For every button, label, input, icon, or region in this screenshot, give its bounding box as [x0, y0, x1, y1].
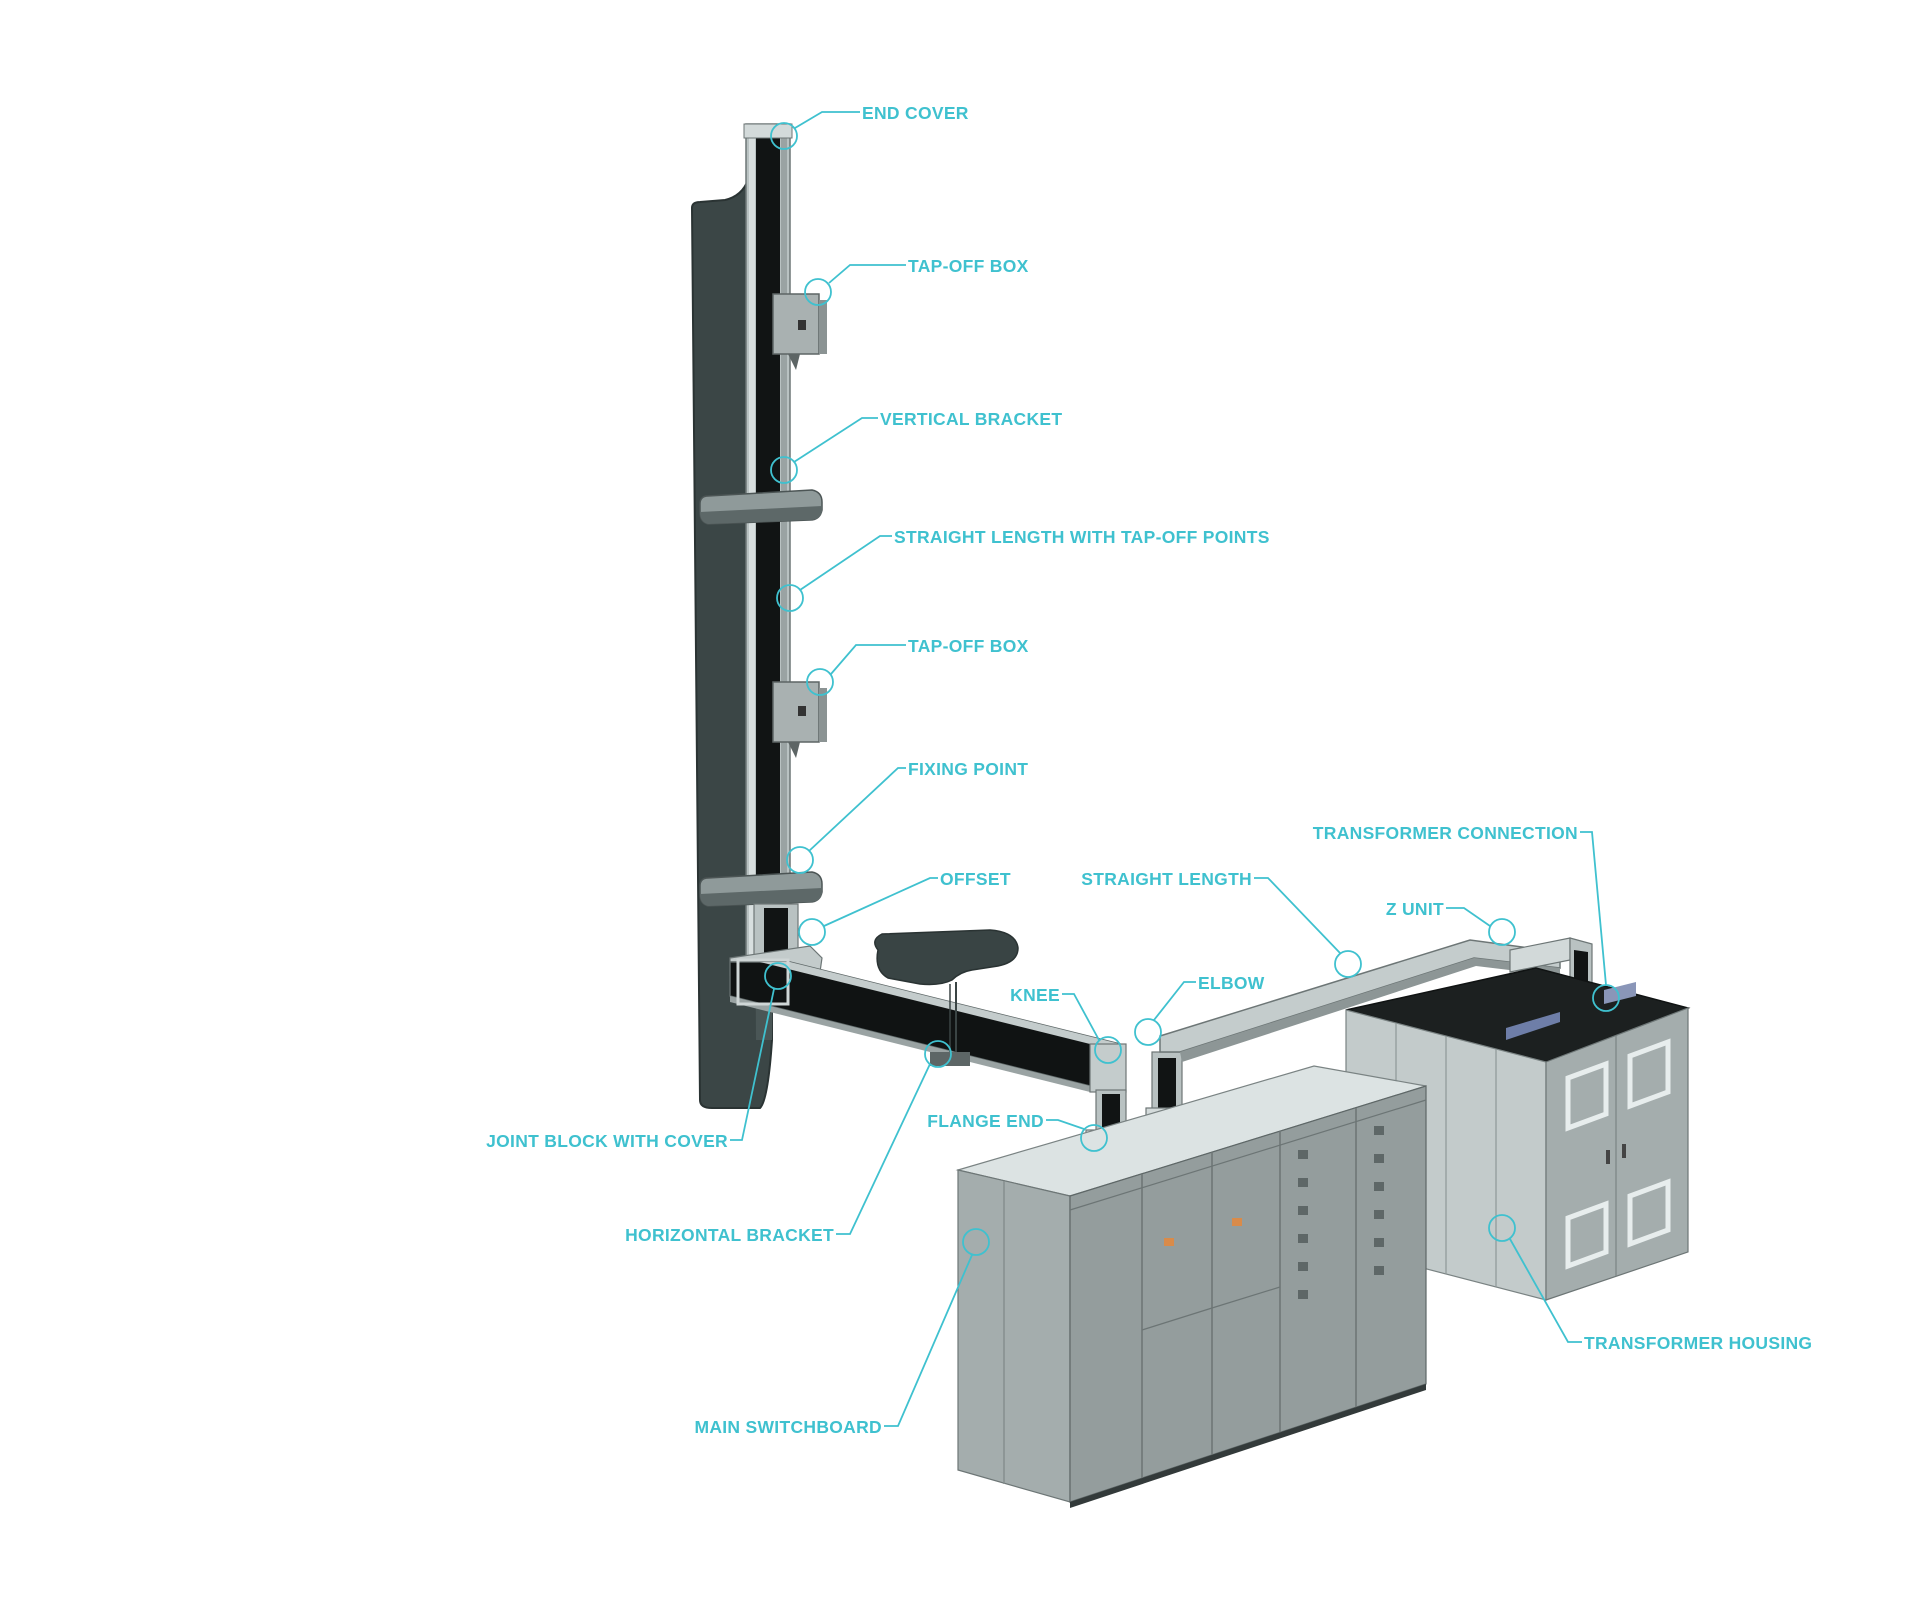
- callout-leaders: [730, 111, 1620, 1427]
- callout-end-cover: [770, 111, 860, 150]
- label-straight-length: STRAIGHT LENGTH: [1081, 869, 1252, 889]
- tap-off-box-upper: [772, 293, 827, 370]
- label-flange-end: FLANGE END: [927, 1111, 1044, 1131]
- label-main-switchboard: MAIN SWITCHBOARD: [694, 1417, 882, 1437]
- callout-elbow: [1134, 981, 1196, 1046]
- callout-transformer-housing: [1488, 1214, 1582, 1343]
- wall-bracket-lower: [699, 871, 823, 907]
- label-offset: OFFSET: [940, 869, 1011, 889]
- label-elbow: ELBOW: [1198, 973, 1265, 993]
- wall-bracket-upper: [699, 489, 823, 525]
- ceiling-hanger: [874, 929, 1019, 1066]
- label-tap-off-box-upper: TAP-OFF BOX: [908, 256, 1029, 276]
- label-knee: KNEE: [1010, 985, 1060, 1005]
- callout-z-unit: [1446, 907, 1516, 946]
- label-straight-length-tap-off: STRAIGHT LENGTH WITH TAP-OFF POINTS: [894, 527, 1270, 547]
- callout-knee: [1062, 993, 1122, 1064]
- callout-horizontal-bracket: [836, 1040, 952, 1235]
- callout-main-switchboard: [884, 1228, 990, 1427]
- label-end-cover: END COVER: [862, 103, 969, 123]
- callout-straight-length-tap-off: [776, 535, 892, 612]
- main-switchboard: [955, 1065, 1427, 1508]
- label-horizontal-bracket: HORIZONTAL BRACKET: [625, 1225, 834, 1245]
- callout-vertical-bracket: [770, 417, 878, 484]
- callout-offset: [798, 877, 938, 946]
- label-transformer-connection: TRANSFORMER CONNECTION: [1313, 823, 1578, 843]
- callout-labels: END COVER TAP-OFF BOX VERTICAL BRACKET S…: [486, 103, 1812, 1437]
- callout-transformer-connection: [1580, 831, 1620, 1012]
- label-tap-off-box-lower: TAP-OFF BOX: [908, 636, 1029, 656]
- callout-flange-end: [1046, 1119, 1108, 1152]
- label-transformer-housing: TRANSFORMER HOUSING: [1584, 1333, 1812, 1353]
- label-fixing-point: FIXING POINT: [908, 759, 1028, 779]
- vertical-busway: [743, 123, 793, 965]
- callout-fixing-point: [786, 767, 906, 874]
- tap-off-box-lower: [772, 681, 827, 758]
- callout-joint-block: [730, 962, 792, 1141]
- label-vertical-bracket: VERTICAL BRACKET: [880, 409, 1062, 429]
- label-joint-block: JOINT BLOCK WITH COVER: [486, 1131, 728, 1151]
- callout-tap-off-box-lower: [806, 644, 906, 696]
- callout-straight-length: [1254, 877, 1362, 978]
- label-z-unit: Z UNIT: [1386, 899, 1444, 919]
- callout-tap-off-box-upper: [804, 264, 906, 306]
